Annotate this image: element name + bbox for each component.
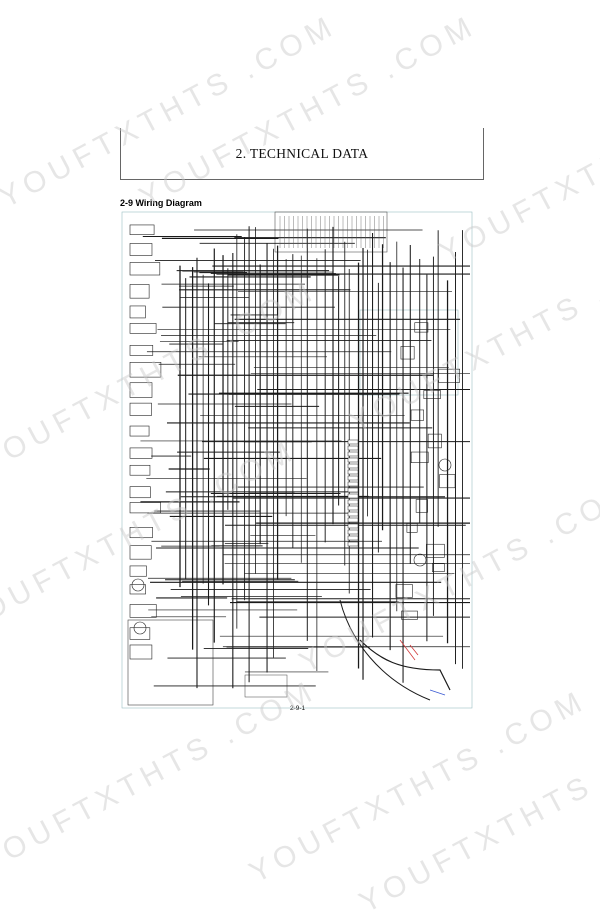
junction-pin xyxy=(347,517,359,523)
component-block xyxy=(129,527,153,539)
component-block xyxy=(129,447,153,459)
wiring-diagram xyxy=(121,211,473,709)
component-block xyxy=(129,402,152,416)
component-circle xyxy=(131,578,145,592)
page-title: 2. TECHNICAL DATA xyxy=(235,146,369,161)
junction-pin xyxy=(347,439,359,445)
junction-pin xyxy=(347,505,359,511)
component-block xyxy=(414,322,429,333)
component-block xyxy=(426,543,445,558)
junction-pin xyxy=(347,475,359,481)
component-block xyxy=(129,502,161,514)
component-block xyxy=(129,604,157,618)
junction-pin xyxy=(347,499,359,505)
junction-pin xyxy=(347,469,359,475)
section-heading: 2-9 Wiring Diagram xyxy=(120,198,202,208)
junction-pin xyxy=(347,529,359,535)
wire-harness xyxy=(359,639,451,691)
junction-pin xyxy=(347,457,359,463)
junction-pin xyxy=(347,493,359,499)
component-block xyxy=(129,305,146,319)
junction-pin xyxy=(347,523,359,529)
junction-pin xyxy=(347,535,359,541)
wire-red xyxy=(399,639,416,661)
junction-pin xyxy=(347,487,359,493)
component-block xyxy=(129,224,155,235)
component-block xyxy=(438,368,460,383)
component-block xyxy=(129,243,153,256)
component-block xyxy=(129,565,147,577)
component-block xyxy=(401,610,418,620)
sub-frame xyxy=(359,309,459,396)
page-number: 2-9-1 xyxy=(290,705,306,712)
junction-pin xyxy=(347,445,359,451)
component-block xyxy=(129,323,157,334)
component-circle xyxy=(413,553,427,567)
component-circle xyxy=(438,458,452,472)
component-block xyxy=(129,425,150,437)
header-box: 2. TECHNICAL DATA xyxy=(120,128,484,180)
component-block xyxy=(129,362,162,378)
wire-blue xyxy=(429,689,446,696)
component-block xyxy=(129,464,151,476)
component-block xyxy=(129,644,153,660)
component-block xyxy=(129,545,152,560)
component-block xyxy=(129,627,151,640)
component-block xyxy=(129,345,154,356)
component-block xyxy=(427,433,442,449)
junction-pin xyxy=(347,451,359,457)
component-block xyxy=(415,499,428,513)
wiring-diagram-svg xyxy=(121,211,473,709)
component-circle xyxy=(133,621,147,635)
component-block xyxy=(423,390,441,399)
component-block xyxy=(400,346,415,360)
component-block xyxy=(129,486,151,499)
component-block xyxy=(129,584,146,595)
junction-pin xyxy=(347,463,359,469)
component-block xyxy=(129,262,161,276)
component-block xyxy=(129,382,153,398)
junction-pin xyxy=(347,481,359,487)
junction-pin xyxy=(347,541,359,547)
connector-table xyxy=(274,211,388,253)
component-block xyxy=(129,284,150,299)
component-block xyxy=(410,409,424,421)
wire-harness xyxy=(339,599,431,701)
component-block xyxy=(395,584,413,598)
module-frame xyxy=(127,619,214,706)
junction-pin xyxy=(347,511,359,517)
wire-red xyxy=(409,644,419,656)
component-block xyxy=(432,563,445,572)
